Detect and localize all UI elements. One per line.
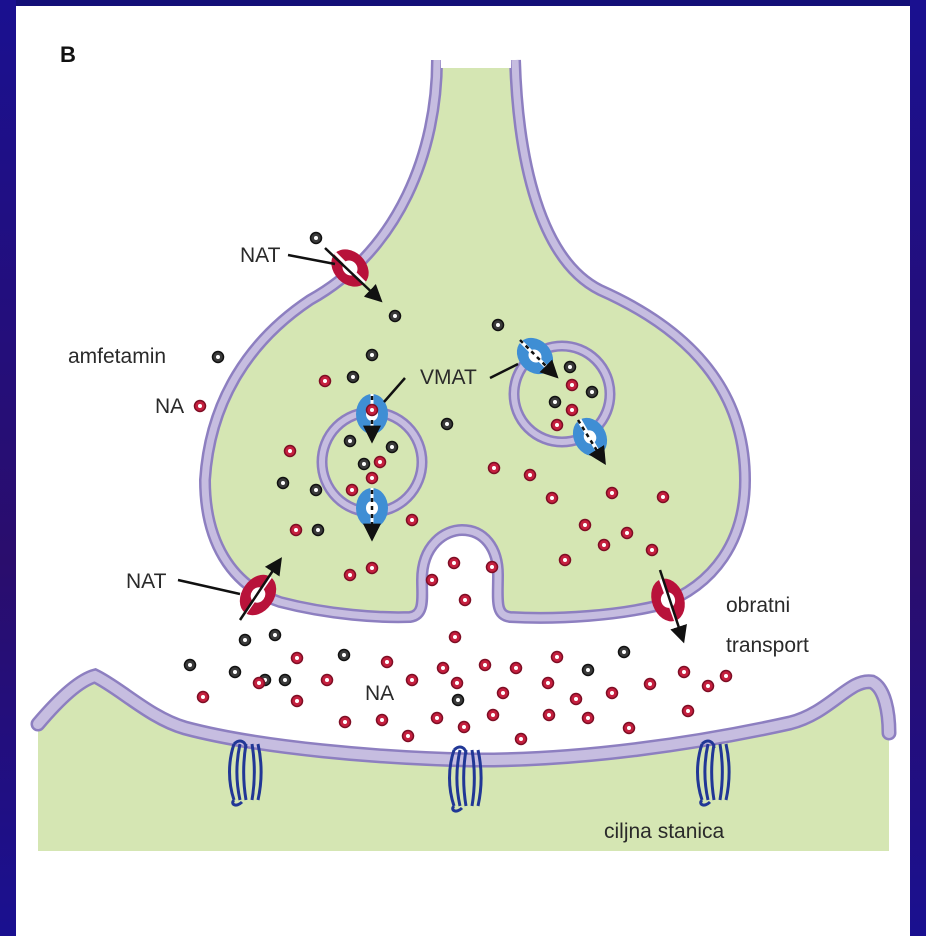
presynaptic-terminal xyxy=(205,50,745,618)
noradrenaline-molecule-icon-highlight xyxy=(430,578,434,582)
amphetamine-molecule-icon-highlight xyxy=(281,481,285,485)
legend-amphetamine-label: amfetamin xyxy=(68,345,166,368)
noradrenaline-molecule-icon-highlight xyxy=(514,666,518,670)
noradrenaline-molecule-icon-highlight xyxy=(586,716,590,720)
noradrenaline-molecule-icon-highlight xyxy=(627,726,631,730)
amphetamine-molecule-icon-highlight xyxy=(243,638,247,642)
noradrenaline-molecule-icon-highlight xyxy=(563,558,567,562)
noradrenaline-molecule-icon-highlight xyxy=(519,737,523,741)
amphetamine-molecule-icon-highlight xyxy=(390,445,394,449)
legend-na-label: NA xyxy=(155,395,184,418)
noradrenaline-molecule-icon-highlight xyxy=(350,488,354,492)
noradrenaline-molecule-icon-highlight xyxy=(491,713,495,717)
nat-left-label: NAT xyxy=(126,570,167,593)
noradrenaline-molecule-icon-highlight xyxy=(583,523,587,527)
noradrenaline-molecule-icon-highlight xyxy=(370,566,374,570)
noradrenaline-molecule-icon-highlight xyxy=(370,408,374,412)
noradrenaline-molecule-icon-highlight xyxy=(257,681,261,685)
amphetamine-molecule-icon-highlight xyxy=(553,400,557,404)
noradrenaline-molecule-icon-highlight xyxy=(686,709,690,713)
target-cell-label: ciljna stanica xyxy=(604,820,725,843)
amphetamine-molecule-icon-highlight xyxy=(273,633,277,637)
noradrenaline-molecule-icon-highlight xyxy=(661,495,665,499)
amphetamine-molecule-icon-highlight xyxy=(568,365,572,369)
noradrenaline-molecule-icon-highlight xyxy=(294,528,298,532)
noradrenaline-molecule-icon-highlight xyxy=(550,496,554,500)
noradrenaline-molecule-icon-highlight xyxy=(323,379,327,383)
noradrenaline-molecule-icon-highlight xyxy=(462,725,466,729)
amphetamine-molecule-icon-highlight xyxy=(342,653,346,657)
noradrenaline-molecule-icon-highlight xyxy=(555,655,559,659)
noradrenaline-molecule-icon-highlight xyxy=(547,713,551,717)
noradrenaline-molecule-icon-highlight xyxy=(295,656,299,660)
noradrenaline-molecule-icon-highlight xyxy=(490,565,494,569)
noradrenaline-molecule-icon-highlight xyxy=(492,466,496,470)
nat-top-label: NAT xyxy=(240,244,281,267)
noradrenaline-molecule-icon-highlight xyxy=(348,573,352,577)
noradrenaline-molecule-icon-highlight xyxy=(706,684,710,688)
noradrenaline-molecule-icon-highlight xyxy=(288,449,292,453)
noradrenaline-molecule-icon-highlight xyxy=(201,695,205,699)
noradrenaline-molecule-icon-highlight xyxy=(610,491,614,495)
amphetamine-molecule-icon-highlight xyxy=(348,439,352,443)
noradrenaline-molecule-icon-highlight xyxy=(610,691,614,695)
noradrenaline-molecule-icon-highlight xyxy=(455,681,459,685)
amphetamine-molecule-icon-highlight xyxy=(445,422,449,426)
amphetamine-molecule-icon-highlight xyxy=(316,528,320,532)
noradrenaline-molecule-icon-highlight xyxy=(546,681,550,685)
amphetamine-molecule-icon-highlight xyxy=(233,670,237,674)
noradrenaline-molecule-icon-highlight xyxy=(570,408,574,412)
noradrenaline-molecule-icon-highlight xyxy=(453,635,457,639)
noradrenaline-molecule-icon-highlight xyxy=(410,678,414,682)
reverse-transport-label-line1: obratni xyxy=(726,594,790,617)
noradrenaline-molecule-icon-highlight xyxy=(406,734,410,738)
noradrenaline-molecule-icon-highlight xyxy=(570,383,574,387)
noradrenaline-molecule-icon-highlight xyxy=(452,561,456,565)
amphetamine-molecule-icon-highlight xyxy=(586,668,590,672)
noradrenaline-molecule-icon-highlight xyxy=(625,531,629,535)
amphetamine-molecule-icon-highlight xyxy=(622,650,626,654)
noradrenaline-molecule-icon-highlight xyxy=(380,718,384,722)
reverse-transport-label-line2: transport xyxy=(726,634,809,657)
noradrenaline-molecule-icon-highlight xyxy=(602,543,606,547)
amphetamine-molecule-icon-highlight xyxy=(283,678,287,682)
noradrenaline-molecule-icon-highlight xyxy=(574,697,578,701)
synapse-diagram: B NAT amfetamin NA VMAT NAT obratni tran… xyxy=(16,6,910,936)
amphetamine-molecule-icon-highlight xyxy=(314,488,318,492)
panel-letter: B xyxy=(60,42,76,67)
amphetamine-molecule-icon-highlight xyxy=(351,375,355,379)
background-right-strip xyxy=(910,0,926,936)
background-left-strip xyxy=(0,0,16,936)
noradrenaline-molecule-icon-highlight xyxy=(528,473,532,477)
noradrenaline-molecule-icon-highlight xyxy=(370,476,374,480)
amphetamine-molecule-icon-highlight xyxy=(188,663,192,667)
noradrenaline-molecule-icon-highlight xyxy=(483,663,487,667)
noradrenaline-molecule-icon-highlight xyxy=(724,674,728,678)
noradrenaline-molecule-icon-highlight xyxy=(295,699,299,703)
amphetamine-molecule-icon-highlight xyxy=(362,462,366,466)
noradrenaline-molecule-icon-highlight xyxy=(648,682,652,686)
noradrenaline-molecule-icon-highlight xyxy=(410,518,414,522)
noradrenaline-molecule-icon-highlight xyxy=(343,720,347,724)
amphetamine-molecule-icon-highlight xyxy=(314,236,318,240)
noradrenaline-molecule-icon-highlight xyxy=(435,716,439,720)
na-cleft-label: NA xyxy=(365,682,394,705)
noradrenaline-molecule-icon-highlight xyxy=(378,460,382,464)
noradrenaline-molecule-icon-highlight xyxy=(501,691,505,695)
figure-panel: B NAT amfetamin NA VMAT NAT obratni tran… xyxy=(16,6,910,936)
noradrenaline-molecule-icon-highlight xyxy=(682,670,686,674)
noradrenaline-molecule-icon-highlight xyxy=(385,660,389,664)
vmat-label: VMAT xyxy=(420,366,477,389)
noradrenaline-molecule-icon-highlight xyxy=(463,598,467,602)
amphetamine-molecule-icon-highlight xyxy=(496,323,500,327)
amphetamine-molecule-icon-highlight xyxy=(590,390,594,394)
noradrenaline-molecule-icon-highlight xyxy=(325,678,329,682)
noradrenaline-molecule-icon-highlight xyxy=(555,423,559,427)
amphetamine-molecule-icon-highlight xyxy=(456,698,460,702)
noradrenaline-molecule-icon-highlight xyxy=(441,666,445,670)
amphetamine-molecule-icon-highlight xyxy=(393,314,397,318)
amphetamine-molecule-icon-highlight xyxy=(370,353,374,357)
noradrenaline-molecule-icon-highlight xyxy=(650,548,654,552)
